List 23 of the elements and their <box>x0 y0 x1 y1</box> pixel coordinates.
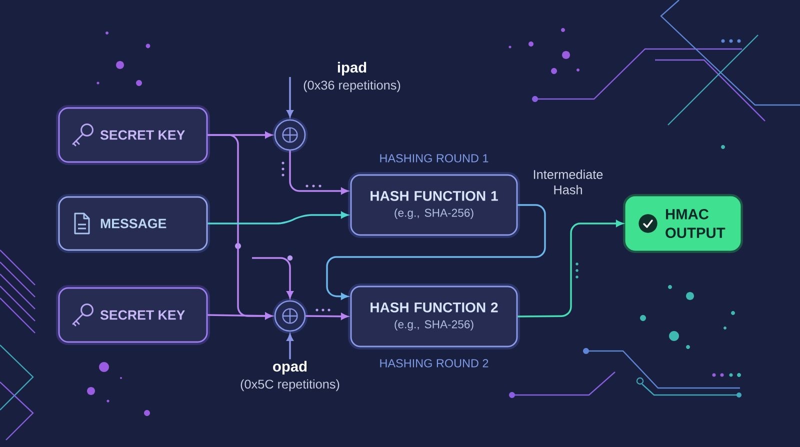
arrow <box>326 204 546 300</box>
input-box: SECRET KEY <box>56 285 210 345</box>
arrow <box>208 312 272 320</box>
xor-symbol <box>272 298 308 334</box>
arrow <box>208 212 348 224</box>
stage-label: HASHING ROUND 2 <box>380 359 488 368</box>
input-box: SECRET KEY <box>56 105 210 165</box>
pad-label: opad (0x5C repetitions) <box>240 360 340 392</box>
output-box: HMAC OUTPUT <box>623 194 743 253</box>
pad-label: ipad (0x36 repetitions) <box>304 62 400 92</box>
arrow <box>286 334 294 360</box>
arrow <box>286 77 294 118</box>
arrow <box>289 150 348 194</box>
stage-label: HASHING ROUND 1 <box>380 154 488 162</box>
arrow <box>208 134 272 320</box>
process-box: HASH FUNCTION 2 (e.g., SHA-256) <box>348 284 520 350</box>
arrow <box>518 220 623 318</box>
edge-label: Intermediate Hash <box>524 168 612 196</box>
arrow <box>306 313 348 320</box>
process-box: HASH FUNCTION 1 (e.g., SHA-256) <box>348 172 520 238</box>
input-box: MESSAGE <box>56 194 210 253</box>
xor-symbol <box>272 117 308 153</box>
arrow <box>252 257 294 298</box>
